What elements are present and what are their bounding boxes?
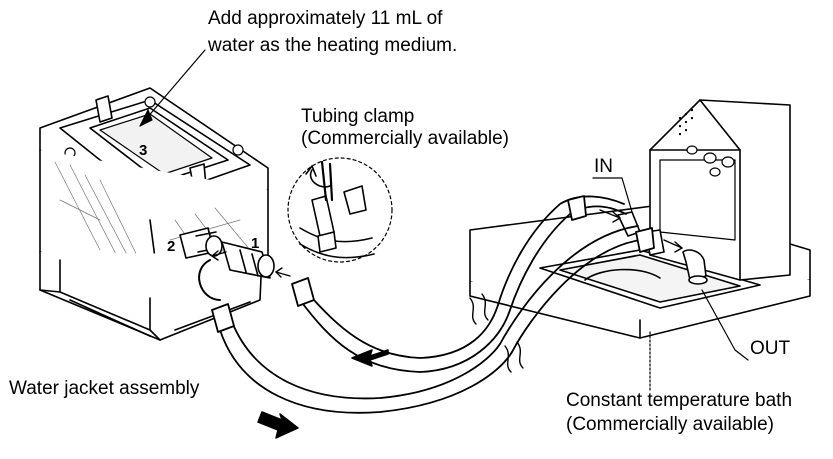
water-note-line2: water as the heating medium. [208,35,458,56]
jacket-fittings [179,227,275,301]
leader-lines [139,49,749,391]
bath-label-line1: Constant temperature bath [566,390,793,411]
step-2-marker: 2 [167,238,176,255]
out-label: OUT [750,338,791,359]
clamp-label-line2: (Commercially available) [301,128,509,149]
fitting-arrows [211,209,683,278]
water-note-line1: Add approximately 11 mL of [208,8,443,29]
water-jacket-assembly [39,87,269,341]
flow-arrow-in-icon [351,349,389,367]
tubing-clamp-icon [287,157,393,263]
bath-label-line2: (Commercially available) [566,414,774,435]
hoses [211,195,655,414]
constant-temperature-bath [469,99,811,339]
water-jacket-label: Water jacket assembly [9,378,200,399]
step-1-marker: 1 [251,235,260,252]
step-3-marker: 3 [139,142,148,159]
clamp-label-line1: Tubing clamp [301,106,415,127]
in-label: IN [594,156,613,177]
flow-arrow-out-icon [257,411,299,439]
